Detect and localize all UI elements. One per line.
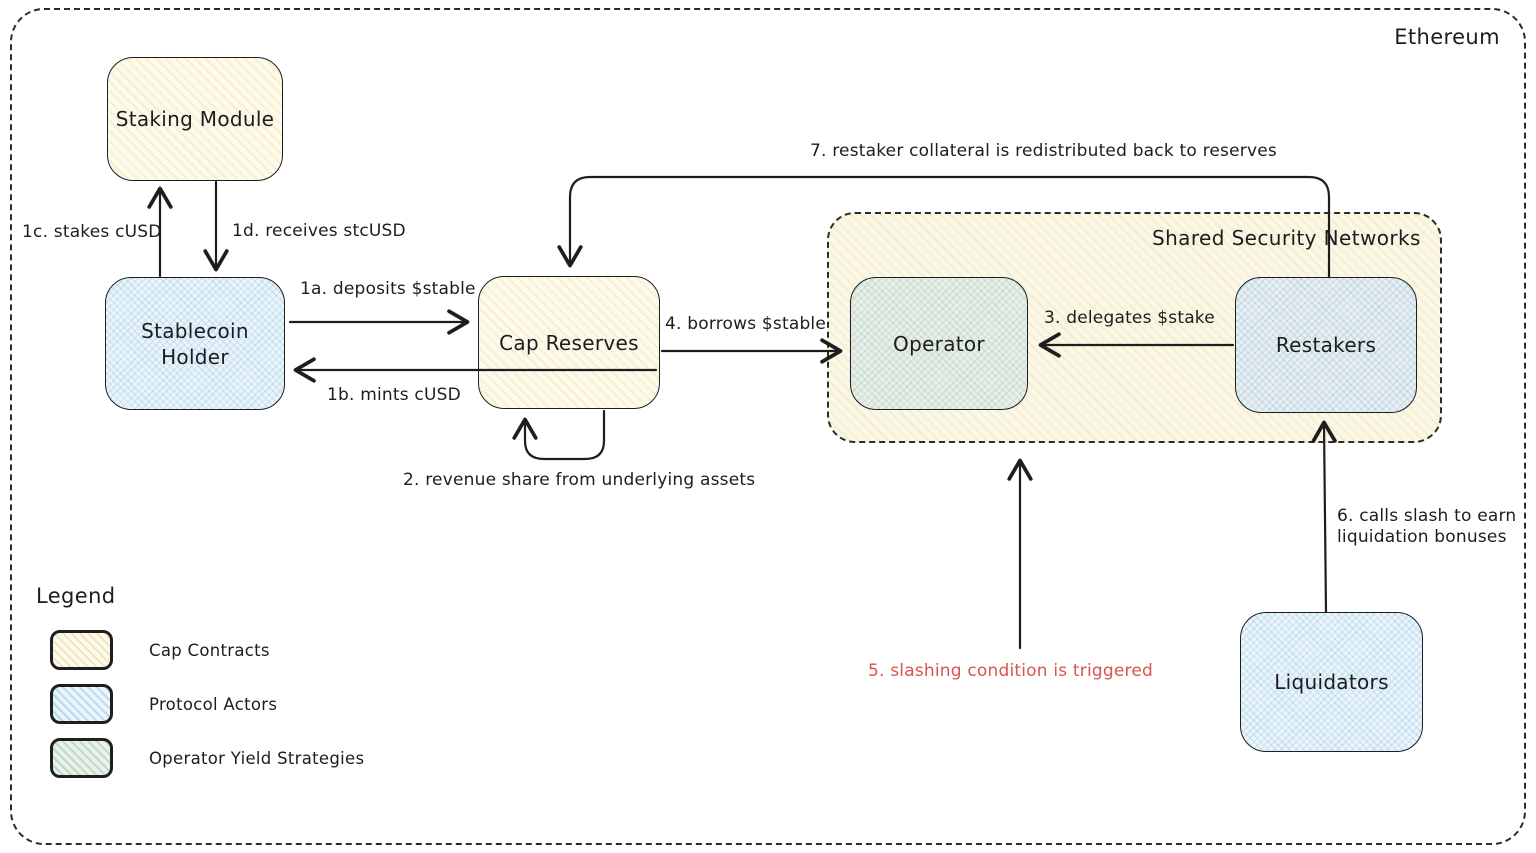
protocol-actors-swatch [50,684,113,724]
flow-label-1a-deposits-stable: 1a. deposits $stable [300,279,476,299]
liquidators-node: Liquidators [1240,612,1423,752]
restakers-node: Restakers [1235,277,1417,413]
operator-node: Operator [850,277,1028,410]
flow-label-4-borrows-stable: 4. borrows $stable [665,314,827,334]
flow-label-3-delegates-stake: 3. delegates $stake [1044,308,1215,328]
legend-item-cap-contracts: Cap Contracts [36,630,364,670]
flow-label-5-slashing-condition: 5. slashing condition is triggered [868,661,1154,681]
shared-security-networks-label: Shared Security Networks [1152,226,1421,250]
flow-label-6-line1: 6. calls slash to earn [1337,506,1517,526]
operator-yield-swatch [50,738,113,778]
liquidators-label: Liquidators [1274,670,1389,694]
cap-reserves-node: Cap Reserves [478,276,660,409]
restakers-label: Restakers [1275,333,1377,357]
staking-module-node: Staking Module [107,57,283,181]
legend-title: Legend [36,584,116,608]
cap-contracts-label: Cap Contracts [149,640,270,660]
cap-contracts-swatch [50,630,113,670]
cap-reserves-label: Cap Reserves [499,330,639,355]
ethereum-region-label: Ethereum [1394,25,1500,49]
flow-label-7-restaker-collateral: 7. restaker collateral is redistributed … [810,141,1277,161]
flow-label-2-revenue-share: 2. revenue share from underlying assets [403,470,756,490]
flow-label-1d-receives-stcusd: 1d. receives stcUSD [232,221,406,241]
ethereum-boundary [10,8,1526,845]
legend: Legend Cap Contracts Protocol Actors Ope… [36,584,364,792]
flow-label-6-line2: liquidation bonuses [1337,527,1507,547]
flow-label-1c-stakes-cusd: 1c. stakes cUSD [22,222,162,242]
staking-module-label: Staking Module [115,107,275,131]
flow-label-6-calls-slash: 6. calls slash to earn liquidation bonus… [1337,506,1527,548]
stablecoin-holder-label: Stablecoin Holder [141,318,249,369]
operator-label: Operator [893,331,985,356]
flow-label-1b-mints-cusd: 1b. mints cUSD [327,385,461,405]
protocol-actors-label: Protocol Actors [149,694,278,714]
legend-item-operator-yield: Operator Yield Strategies [36,738,364,778]
stablecoin-holder-node: Stablecoin Holder [105,277,285,410]
operator-yield-label: Operator Yield Strategies [149,748,365,768]
legend-item-protocol-actors: Protocol Actors [36,684,364,724]
